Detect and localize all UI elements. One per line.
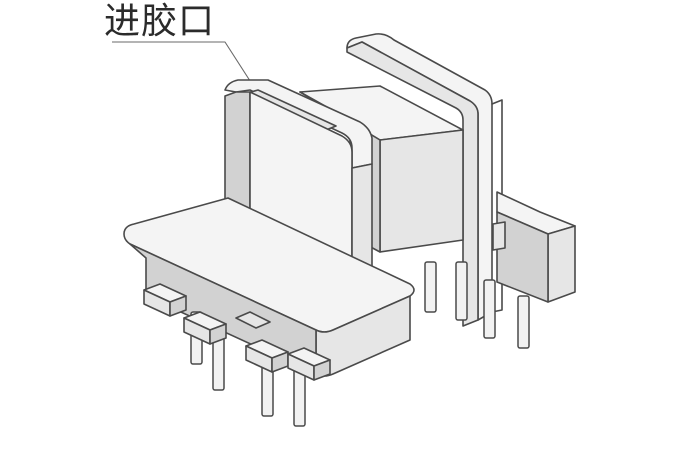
front-pin-tab [143,283,187,317]
rear-pin [455,261,468,321]
rear-pin [517,295,530,349]
gate-top [224,79,373,169]
front-pin-tab [245,339,289,373]
rear-pin [483,279,496,339]
rear-pin-block-side [496,211,549,303]
gate-callout-label: 进胶口 [104,1,216,42]
front-pin [293,367,306,427]
base-side [129,243,317,375]
front-pin-tab [287,347,331,381]
core-body-front [379,129,464,253]
rear-pin-block-front [547,225,576,303]
rear-pin [424,261,437,313]
front-pin-tab [183,311,227,345]
